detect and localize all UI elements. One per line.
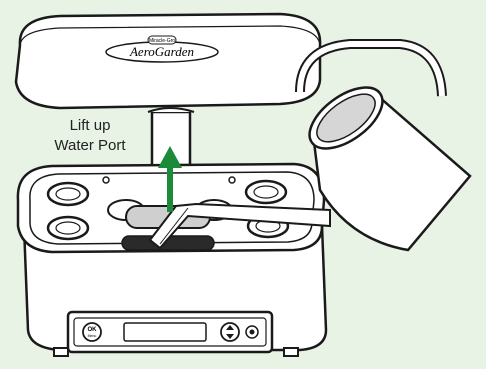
instruction-caption: Lift up Water Port (40, 116, 140, 156)
logo-text: AeroGarden (129, 44, 194, 59)
ok-label: OK (88, 327, 98, 333)
caption-line-2: Water Port (40, 136, 140, 156)
display-screen (124, 323, 206, 341)
control-panel: OK Menu (68, 312, 272, 352)
light-icon (250, 330, 255, 335)
lamp-hood: Miracle-Gro AeroGarden (16, 14, 320, 108)
menu-label: Menu (88, 334, 97, 338)
caption-line-1: Lift up (40, 116, 140, 136)
